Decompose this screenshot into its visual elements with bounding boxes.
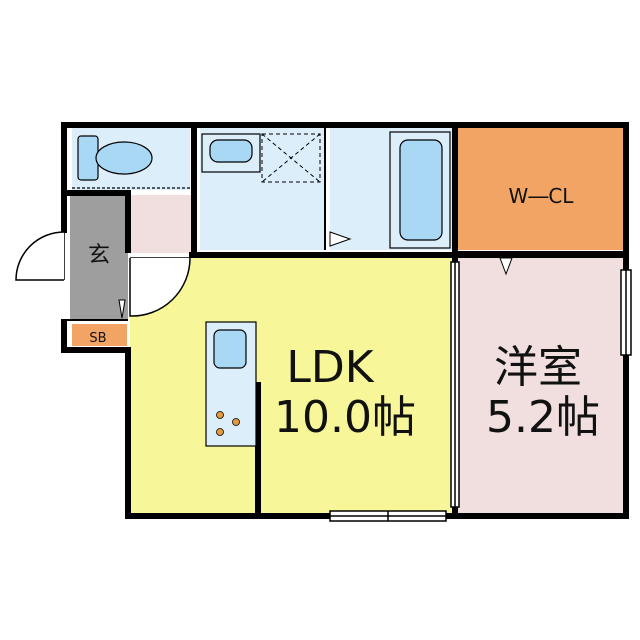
western-room [458,256,626,514]
door-marker [499,257,513,276]
entrance-label: 玄 [88,243,110,268]
sliding-door-western [450,261,460,508]
washing-machine-icon [261,133,321,183]
sb-area [72,324,127,346]
door-marker [118,299,126,319]
washbasin-icon [201,133,261,173]
kitchen-counter [205,321,257,447]
western-room-size: 5.2帖 [486,392,600,443]
hall-area [130,195,192,253]
window-right [620,269,632,356]
entrance-area [70,195,128,320]
door-marker [329,231,352,247]
toilet-icon [72,135,190,189]
window-bottom [329,510,447,522]
wcl-label: W―CL [509,184,575,208]
wcl-room [458,128,626,250]
bathtub-icon [389,131,451,249]
hall-door [129,257,191,317]
sb-label: SB [89,331,106,346]
entrance-door [15,231,65,281]
stove-icon [216,411,240,436]
sink-icon [213,329,247,369]
ldk-size: 10.0帖 [274,392,416,443]
ldk-label: LDK [286,342,374,393]
western-room-label: 洋室 [494,342,582,393]
